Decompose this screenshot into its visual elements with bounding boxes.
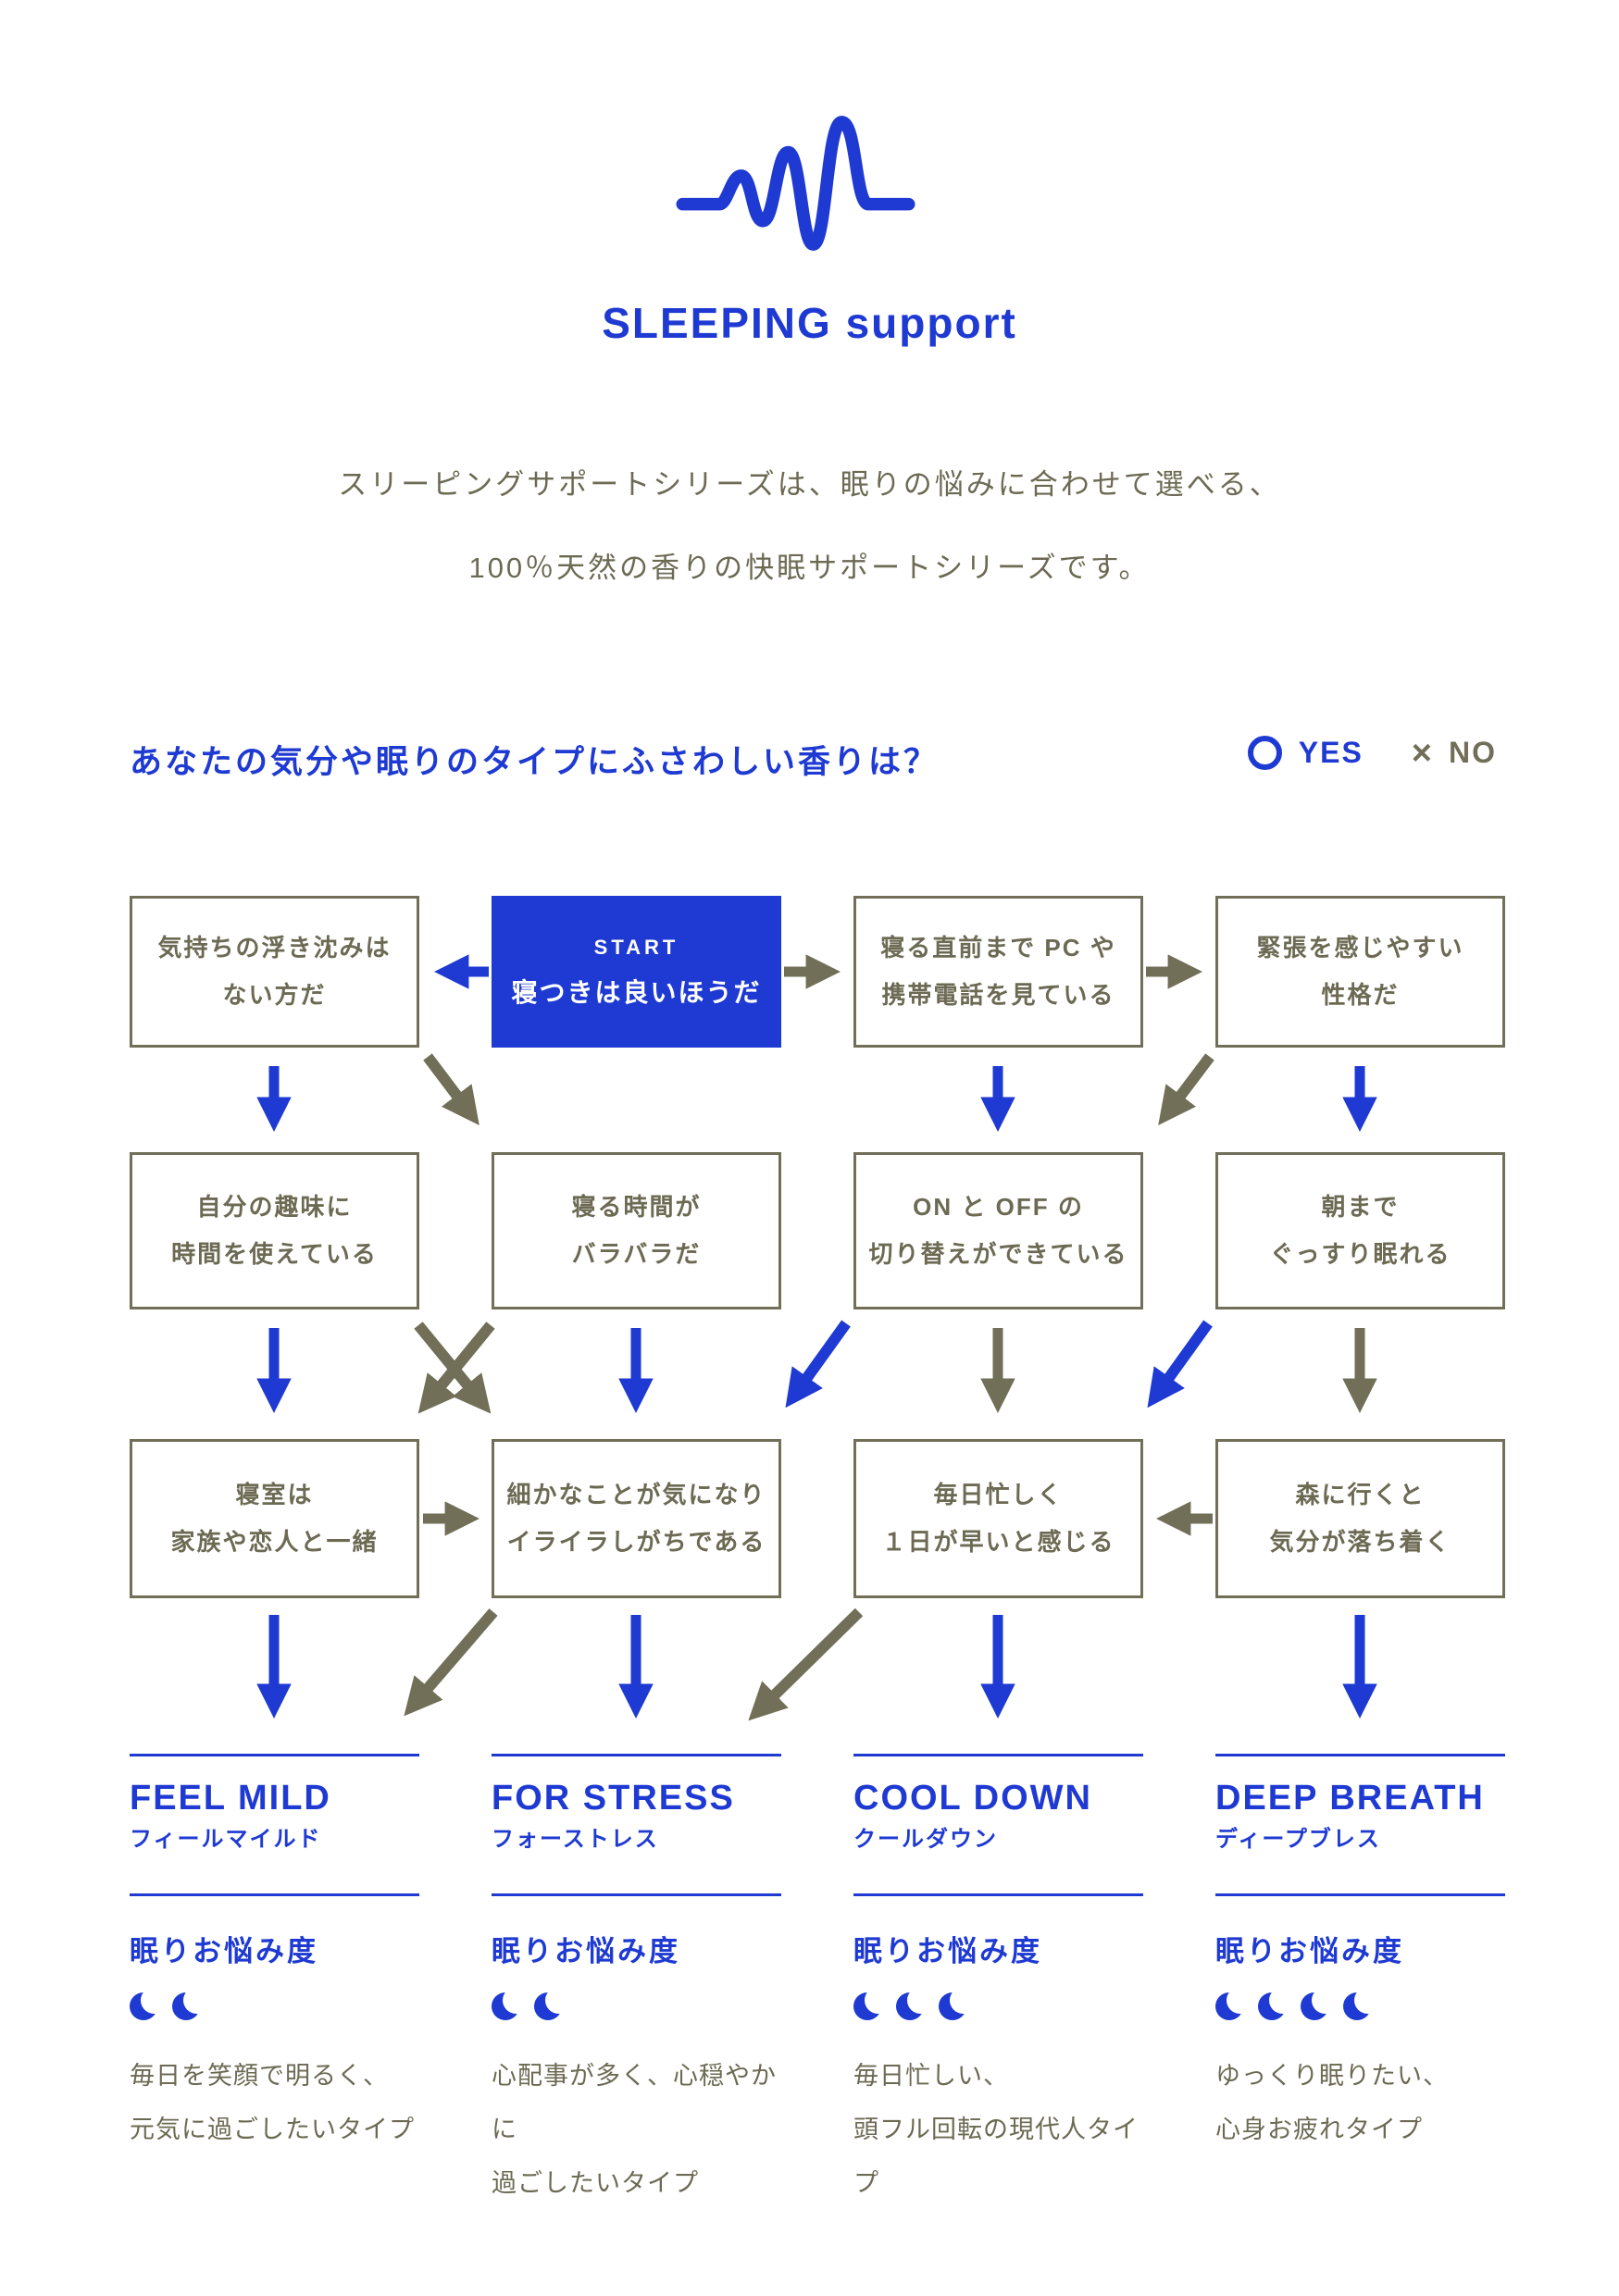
- result-name: COOL DOWN: [853, 1779, 1092, 1818]
- flow-box-text: 森に行くと: [1295, 1481, 1426, 1509]
- divider: [1215, 1893, 1505, 1896]
- arrow-no-mood-swings-to-irregular: [423, 1053, 479, 1126]
- result-kana: フィールマイルド: [130, 1827, 322, 1852]
- divider: [492, 1754, 781, 1756]
- legend-no-label: NO: [1449, 736, 1497, 769]
- sleep-trouble-rating: [130, 1990, 215, 2023]
- flow-box-nervous: 緊張を感じやすい 性格だ: [1215, 896, 1505, 1048]
- moon-crescent-icon: [1343, 1990, 1371, 2023]
- flow-box-text: 寝室は: [235, 1481, 314, 1509]
- flow-box-on-off: ON と OFF の 切り替えができている: [853, 1152, 1143, 1309]
- flow-box-text: 自分の趣味に: [196, 1193, 353, 1222]
- flow-box-irritated: 細かなことが気になり イライラしがちである: [492, 1439, 781, 1598]
- flow-box-text: バラバラだ: [571, 1240, 702, 1268]
- start-text: 寝つきは良いほうだ: [511, 978, 762, 1007]
- flow-box-text: 性格だ: [1321, 981, 1400, 1009]
- result-column-for-stress: FOR STRESS フォーストレス 眠りお悩み度 心配事が多く、心穏やかに 過…: [492, 1754, 781, 2210]
- divider: [1215, 1754, 1505, 1756]
- flow-box-text: 朝まで: [1321, 1193, 1400, 1222]
- flow-box-text: ない方だ: [222, 981, 327, 1009]
- result-column-deep-breath: DEEP BREATH ディープブレス 眠りお悩み度 ゆっくり眠りたい、 心身お…: [1215, 1754, 1505, 2156]
- arrow-yes-onoff-to-irritated: [785, 1320, 851, 1409]
- flow-box-text: 細かなことが気になり: [506, 1481, 766, 1509]
- moon-crescent-icon: [896, 1990, 924, 2023]
- result-column-cool-down: COOL DOWN クールダウン 眠りお悩み度 毎日忙しい、 頭フル回転の現代人…: [853, 1754, 1143, 2210]
- flow-box-text: 時間を使えている: [171, 1240, 378, 1268]
- moon-crescent-icon: [172, 1990, 200, 2023]
- intro-line-1: スリーピングサポートシリーズは、眠りの悩みに合わせて選べる、: [338, 468, 1281, 501]
- flow-box-text: ON と OFF の: [913, 1193, 1084, 1222]
- flow-box-text: 携帯電話を見ている: [881, 981, 1115, 1009]
- moon-crescent-icon: [130, 1990, 157, 2023]
- rating-label: 眠りお悩み度: [853, 1935, 1042, 1967]
- flow-box-pc-before-bed: 寝る直前まで PC や 携帯電話を見ている: [853, 896, 1143, 1048]
- rating-label: 眠りお悩み度: [492, 1935, 680, 1967]
- result-kana: フォーストレス: [492, 1827, 659, 1852]
- result-name: DEEP BREATH: [1215, 1779, 1485, 1818]
- flow-box-mood-swings: 気持ちの浮き沈みは ない方だ: [130, 896, 419, 1048]
- flow-box-text: ぐっすり眠れる: [1269, 1240, 1451, 1268]
- flow-box-text: １日が早いと感じる: [881, 1528, 1115, 1556]
- flow-box-text: 寝る直前まで PC や: [880, 934, 1116, 962]
- moon-crescent-icon: [534, 1990, 562, 2023]
- result-kana: クールダウン: [853, 1827, 998, 1852]
- yes-no-legend: YES × NO: [1247, 733, 1497, 773]
- flow-box-hobby-time: 自分の趣味に 時間を使えている: [130, 1152, 419, 1309]
- flow-box-text: 切り替えができている: [868, 1240, 1128, 1268]
- no-cross-icon: ×: [1411, 733, 1432, 773]
- flow-box-text: 毎日忙しく: [933, 1481, 1064, 1509]
- flow-box-text: 寝る時間が: [571, 1193, 702, 1222]
- arrow-no-irritated-to-feel-mild: [404, 1608, 498, 1717]
- result-description: 毎日を笑顔で明るく、 元気に過ごしたいタイプ: [130, 2062, 415, 2144]
- page-title: SLEEPING support: [602, 299, 1017, 347]
- result-description: 毎日忙しい、 頭フル回転の現代人タイプ: [853, 2062, 1139, 2198]
- arrow-yes-sleep-morning-to-busy: [1147, 1320, 1213, 1409]
- flow-box-busy-days: 毎日忙しく １日が早いと感じる: [853, 1439, 1143, 1598]
- question-heading: あなたの気分や眠りのタイプにふさわしい香りは？: [130, 744, 940, 780]
- moon-crescent-icon: [1258, 1990, 1286, 2023]
- arrow-no-hobby-to-irritated: [414, 1322, 492, 1414]
- moon-crescent-icon: [492, 1990, 519, 2023]
- flow-box-text: 家族や恋人と一緒: [170, 1528, 379, 1556]
- divider: [853, 1893, 1143, 1896]
- flow-box-text: 気持ちの浮き沈みは: [157, 934, 392, 962]
- legend-yes-label: YES: [1298, 736, 1364, 769]
- arrow-no-busy-to-for-stress: [748, 1607, 864, 1721]
- divider: [492, 1893, 781, 1896]
- flow-box-text: 緊張を感じやすい: [1256, 934, 1464, 962]
- arrow-no-irregular-to-bedroom: [417, 1322, 495, 1414]
- flow-start-box: START 寝つきは良いほうだ: [492, 896, 781, 1048]
- intro-line-2: 100％天然の香りの快眠サポートシリーズです。: [468, 552, 1151, 584]
- flow-box-text: イライラしがちである: [506, 1528, 766, 1556]
- result-name: FOR STRESS: [492, 1779, 735, 1818]
- flow-box-sleep-till-morning: 朝まで ぐっすり眠れる: [1215, 1152, 1505, 1309]
- result-name: FEEL MILD: [130, 1779, 331, 1818]
- flow-box-bedroom-family: 寝室は 家族や恋人と一緒: [130, 1439, 419, 1598]
- arrow-no-nervous-to-onoff: [1158, 1053, 1214, 1126]
- divider: [130, 1754, 419, 1756]
- result-kana: ディープブレス: [1215, 1827, 1381, 1852]
- flow-box-irregular-bedtime: 寝る時間が バラバラだ: [492, 1152, 781, 1309]
- wave-squiggle-icon: [676, 116, 915, 251]
- flow-box-forest-calm: 森に行くと 気分が落ち着く: [1215, 1439, 1505, 1598]
- result-description: 心配事が多く、心穏やかに 過ごしたいタイプ: [492, 2062, 777, 2198]
- moon-crescent-icon: [1301, 1990, 1328, 2023]
- sleep-trouble-rating: [492, 1990, 577, 2023]
- rating-label: 眠りお悩み度: [1215, 1935, 1404, 1967]
- start-label: START: [593, 936, 679, 959]
- result-description: ゆっくり眠りたい、 心身お疲れタイプ: [1215, 2062, 1449, 2144]
- divider: [853, 1754, 1143, 1756]
- moon-crescent-icon: [939, 1990, 966, 2023]
- yes-circle-icon: [1247, 736, 1282, 770]
- sleep-trouble-rating: [1215, 1990, 1386, 2023]
- moon-crescent-icon: [1215, 1990, 1243, 2023]
- moon-crescent-icon: [853, 1990, 881, 2023]
- sleep-trouble-rating: [853, 1990, 981, 2023]
- rating-label: 眠りお悩み度: [130, 1935, 318, 1967]
- divider: [130, 1893, 419, 1896]
- result-column-feel-mild: FEEL MILD フィールマイルド 眠りお悩み度 毎日を笑顔で明るく、 元気に…: [130, 1754, 419, 2156]
- flow-box-text: 気分が落ち着く: [1269, 1528, 1451, 1556]
